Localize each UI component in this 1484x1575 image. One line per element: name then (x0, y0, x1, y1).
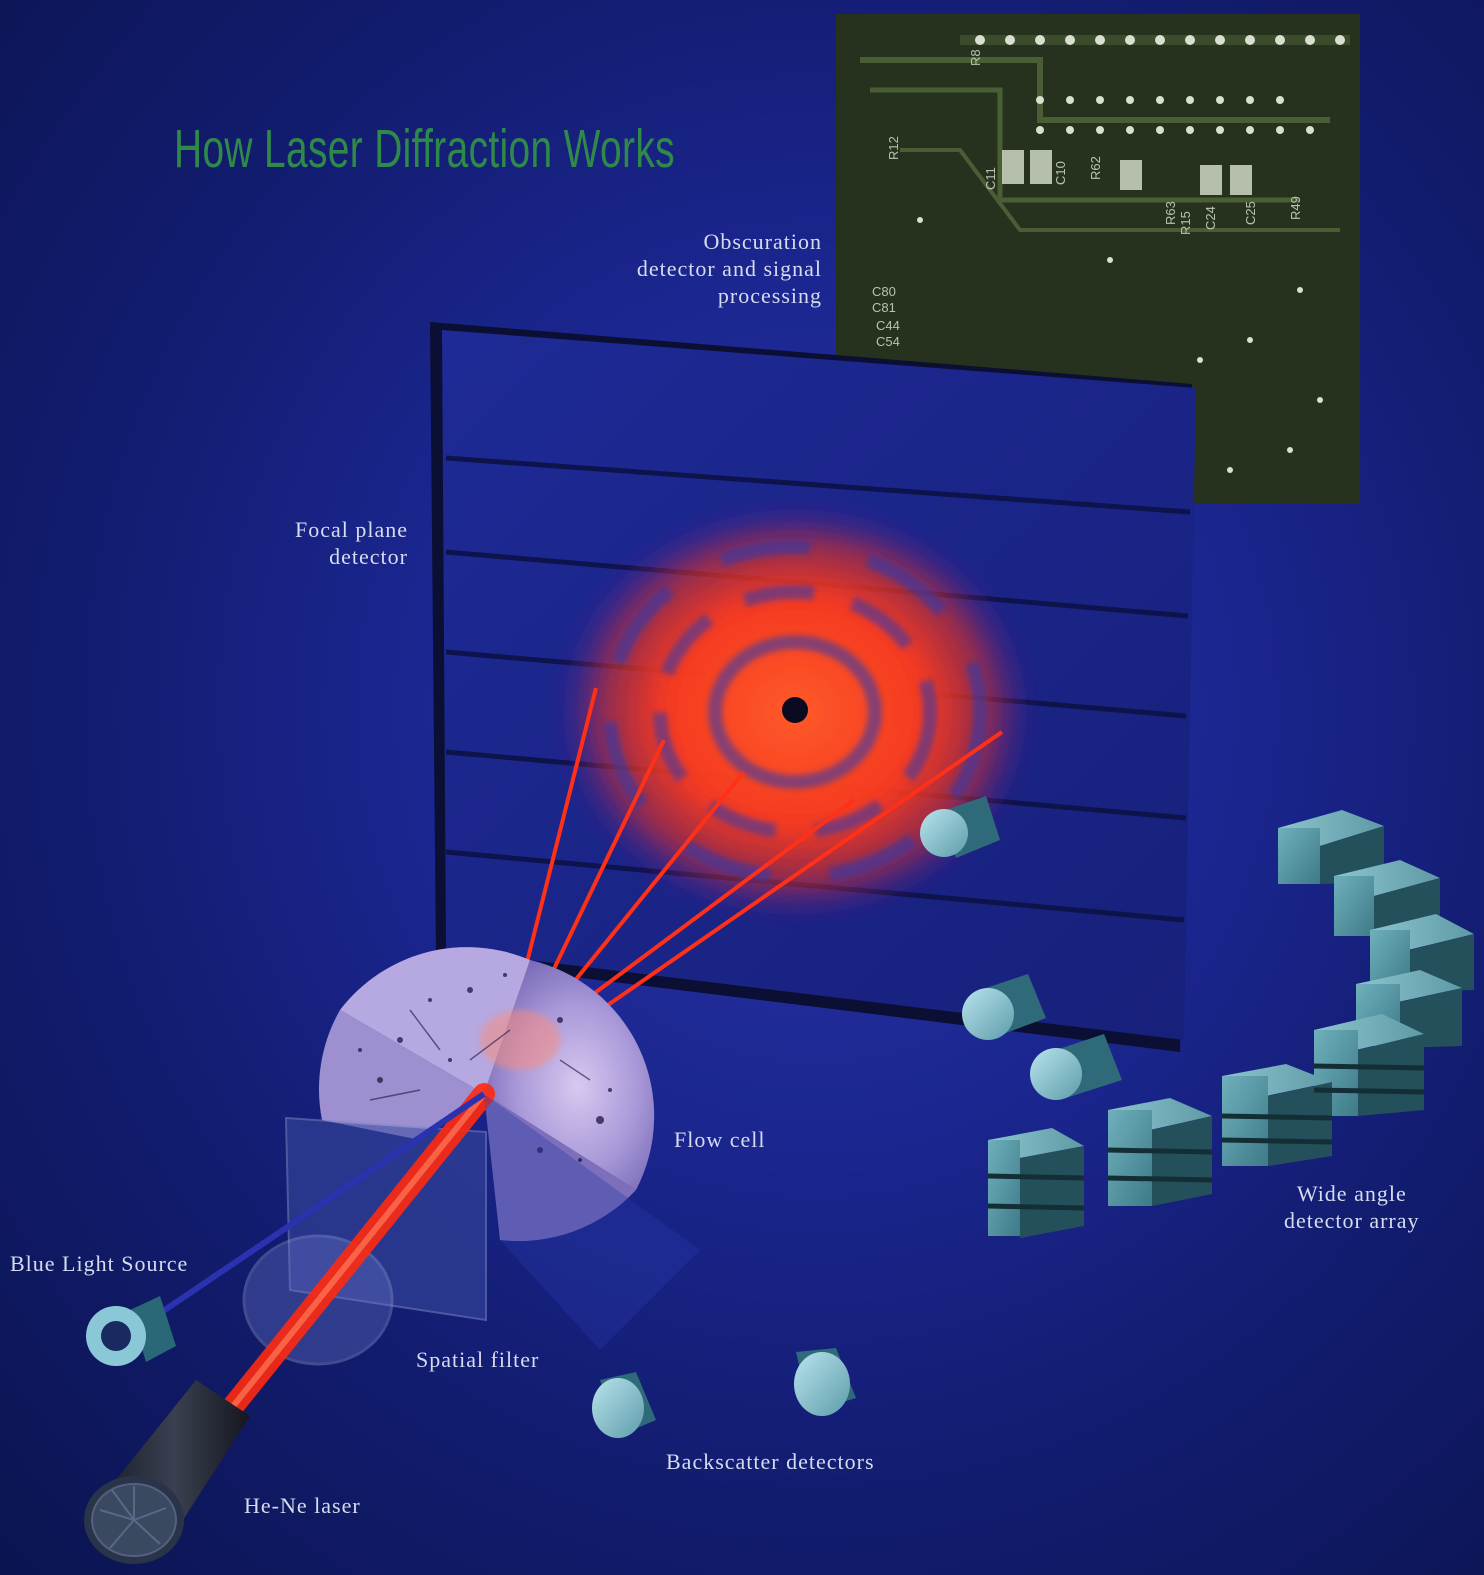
pcb-marking: C54 (876, 334, 900, 349)
label-spatial-filter: Spatial filter (416, 1346, 539, 1373)
focal-plane-detector (430, 322, 1196, 1052)
label-blue-light-source: Blue Light Source (10, 1250, 188, 1277)
pcb-marking: C81 (872, 300, 896, 315)
pcb-marking: C10 (1053, 161, 1068, 185)
label-obscuration-detector: Obscuration detector and signal processi… (637, 228, 822, 309)
pcb-marking: R49 (1288, 196, 1303, 220)
pcb-marking: C44 (876, 318, 900, 333)
pcb-marking: R63 (1163, 201, 1178, 225)
label-backscatter-detectors: Backscatter detectors (666, 1448, 875, 1475)
pcb-marking: R15 (1178, 211, 1193, 235)
pcb-marking: C25 (1243, 201, 1258, 225)
detector-cube (988, 1128, 1084, 1238)
backscatter-cylinder-1 (592, 1372, 656, 1438)
pcb-marking: C24 (1203, 206, 1218, 230)
wide-angle-cylinder-2 (1030, 1034, 1122, 1100)
label-flow-cell: Flow cell (674, 1126, 766, 1153)
pcb-marking: C11 (983, 167, 998, 190)
pcb-marking: R8 (968, 49, 983, 66)
label-he-ne-laser: He-Ne laser (244, 1492, 361, 1519)
blue-light-source (86, 1296, 176, 1366)
diagram-title: How Laser Diffraction Works (174, 118, 675, 180)
label-wide-angle-detector-array: Wide angle detector array (1284, 1180, 1420, 1234)
pcb-marking: R12 (886, 136, 901, 160)
backscatter-cylinder-2 (794, 1348, 856, 1416)
pcb-marking: R62 (1088, 156, 1103, 180)
pcb-marking: C80 (872, 284, 896, 299)
label-focal-plane-detector: Focal plane detector (295, 516, 408, 570)
he-ne-laser (84, 1380, 250, 1564)
